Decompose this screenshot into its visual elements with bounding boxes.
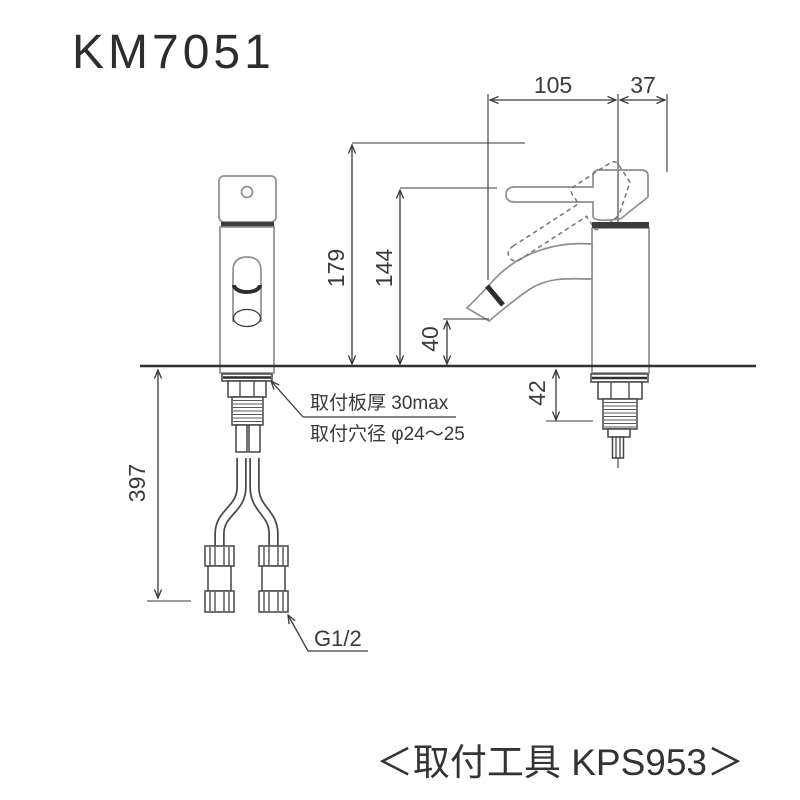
side-view <box>465 94 650 468</box>
handle-pin <box>240 185 254 199</box>
mounting-nut-side <box>597 381 643 400</box>
dimension-397: 397 <box>124 370 191 602</box>
body-side <box>591 227 650 374</box>
dim-label-under-counter: 42 <box>524 380 550 406</box>
thread-hatch-side <box>604 402 636 428</box>
dim-label-reach: 105 <box>534 72 572 98</box>
aerator-band-side <box>485 284 505 307</box>
dimension-40: 40 <box>417 318 489 364</box>
hole-diameter-label: 取付穴径 φ24〜25 <box>310 423 465 445</box>
dim-label-depth: 37 <box>630 72 656 98</box>
pull-rod-lines <box>615 437 621 458</box>
lever-handle-side <box>505 169 649 222</box>
handle-joint-band-side <box>592 222 649 228</box>
spout-side <box>465 242 593 323</box>
connector-left <box>204 545 235 613</box>
dim-label-hose-length: 397 <box>124 464 150 502</box>
mounting-annotation: 取付板厚 30max 取付穴径 φ24〜25 <box>271 381 465 445</box>
nut-facets-side <box>610 382 630 399</box>
aerator-band-front <box>232 284 262 294</box>
dim-label-height-total: 179 <box>323 249 349 287</box>
drawing-title: KM7051 <box>72 26 275 79</box>
body-front <box>219 226 275 374</box>
dimension-37: 37 <box>620 72 665 100</box>
nut-facets-front <box>239 381 255 397</box>
connector-right <box>258 545 289 613</box>
pull-rod <box>611 436 625 459</box>
dimension-144: 144 <box>371 187 497 364</box>
plate-thickness-label: 取付板厚 30max <box>310 392 449 414</box>
front-view <box>204 175 289 613</box>
handle-joint-band-front <box>221 222 274 227</box>
thread-hatch-front <box>233 400 262 422</box>
spout-outlet-front <box>232 308 262 328</box>
dimension-105: 105 <box>487 72 668 280</box>
handle-front <box>218 175 277 223</box>
hose-tube-left <box>235 424 248 453</box>
thread-size-label: G1/2 <box>314 626 362 651</box>
dim-label-spout-height: 40 <box>417 326 443 352</box>
mounting-nut-front <box>227 380 267 398</box>
hose-tube-right <box>248 424 261 453</box>
hose-right-core <box>251 458 277 546</box>
dim-label-height-lever: 144 <box>371 249 397 288</box>
installation-tool-note: ＜取付工具 KPS953＞ <box>376 742 744 783</box>
threaded-shank-side <box>602 398 638 430</box>
spout-front <box>232 256 262 322</box>
shank-collar <box>607 428 631 438</box>
hose-left-core <box>216 458 245 546</box>
dimension-42: 42 <box>524 370 593 422</box>
dimension-179: 179 <box>323 142 525 364</box>
thread-annotation: G1/2 <box>288 615 368 652</box>
